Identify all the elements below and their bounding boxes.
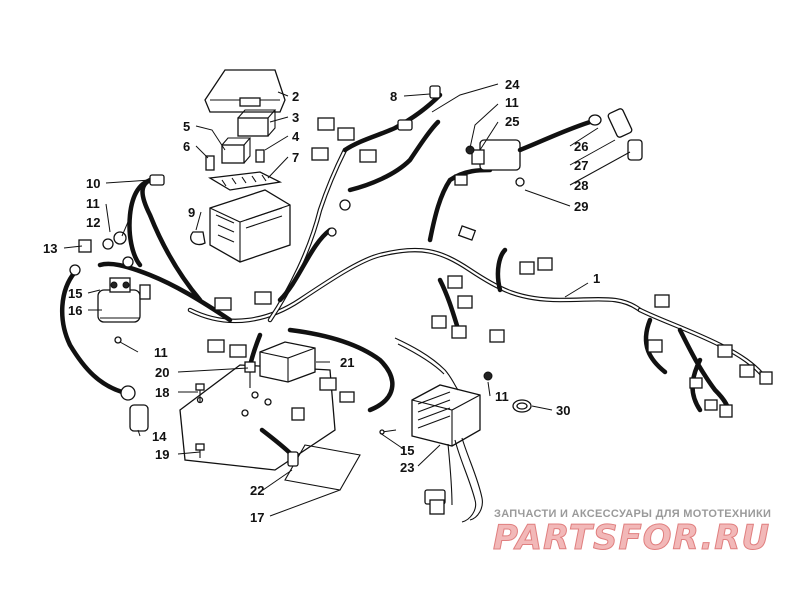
label-19: 19 (155, 447, 169, 462)
screw-15 (379, 429, 397, 435)
label-27: 27 (574, 158, 588, 173)
label-21: 21 (340, 355, 354, 370)
label-24: 24 (505, 77, 520, 92)
clip-9 (190, 231, 206, 246)
label-9: 9 (188, 205, 195, 220)
label-15-b: 15 (400, 443, 414, 458)
label-7: 7 (292, 150, 299, 165)
harness-connectors (207, 85, 773, 418)
label-14: 14 (152, 429, 167, 444)
label-3: 3 (292, 110, 299, 125)
label-8: 8 (390, 89, 397, 104)
callout-labels: 1 2 3 4 5 6 7 8 9 10 11 11 11 11 12 13 1… (43, 77, 600, 525)
cable-10 (102, 174, 165, 300)
label-29: 29 (574, 199, 588, 214)
watermark: ЗАПЧАСТИ И АКСЕССУАРЫ ДЛЯ МОТОТЕХНИКИ PA… (493, 508, 771, 559)
fuse-strip (208, 171, 283, 191)
screw-19 (195, 443, 205, 458)
label-11-d: 11 (495, 389, 509, 404)
label-5: 5 (183, 119, 190, 134)
label-28: 28 (574, 178, 588, 193)
fuse-6 (205, 149, 265, 171)
screw-18 (195, 383, 205, 402)
bolt-20 (244, 361, 256, 388)
label-10: 10 (86, 176, 100, 191)
mounting-plate (179, 364, 361, 491)
sensor-22 (259, 407, 305, 467)
control-module (259, 341, 355, 403)
label-6: 6 (183, 139, 190, 154)
label-4: 4 (292, 129, 300, 144)
label-26: 26 (574, 139, 588, 154)
relay-5 (221, 137, 252, 164)
label-22: 22 (250, 483, 264, 498)
label-11-a: 11 (86, 196, 100, 211)
label-1: 1 (593, 271, 600, 286)
label-30: 30 (556, 403, 570, 418)
fuse-box (209, 189, 291, 263)
leader-lines (63, 83, 631, 517)
label-16: 16 (68, 303, 82, 318)
label-11-b: 11 (505, 95, 519, 110)
starter-solenoid (97, 277, 141, 344)
clamp-30 (512, 399, 532, 413)
watermark-caption: ЗАПЧАСТИ И АКСЕССУАРЫ ДЛЯ МОТОТЕХНИКИ (494, 508, 771, 520)
battery-cable (60, 239, 149, 432)
label-20: 20 (155, 365, 169, 380)
label-15-a: 15 (68, 286, 82, 301)
label-18: 18 (155, 385, 169, 400)
fuse-box-cover (204, 69, 286, 113)
label-17: 17 (250, 510, 264, 525)
label-13: 13 (43, 241, 57, 256)
label-12: 12 (86, 215, 100, 230)
ignition-coil (465, 108, 643, 171)
relay-3 (237, 109, 277, 137)
label-25: 25 (505, 114, 519, 129)
label-11-c: 11 (154, 345, 168, 360)
voltage-regulator (394, 337, 493, 523)
watermark-brand: PARTSFOR.RU (493, 518, 770, 558)
label-2: 2 (292, 89, 299, 104)
label-23: 23 (400, 460, 414, 475)
